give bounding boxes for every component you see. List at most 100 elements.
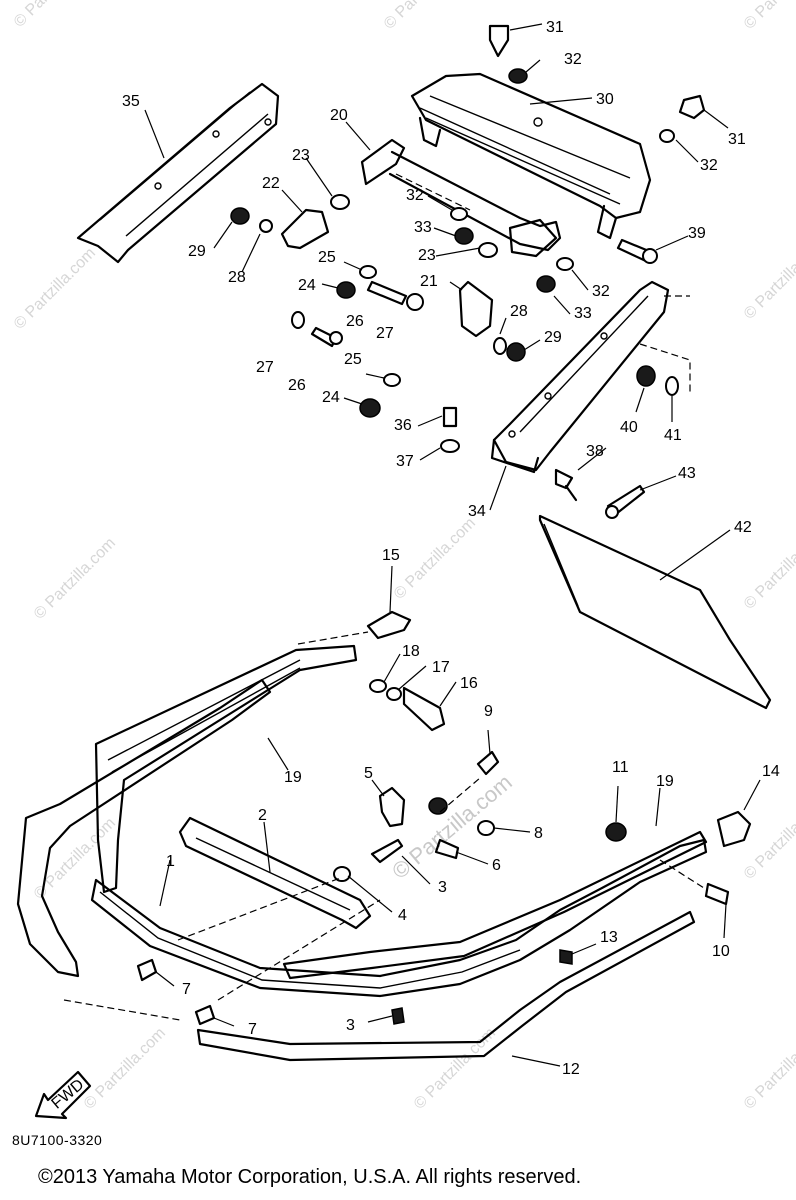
callout-15: 15 — [382, 547, 400, 564]
callout-17: 17 — [432, 659, 450, 676]
part-11-grommet — [605, 785, 627, 842]
callout-3: 3 — [438, 879, 447, 896]
watermark: © Partzilla.com — [741, 1025, 796, 1113]
callout-36: 36 — [394, 417, 412, 434]
callout-20: 20 — [330, 107, 348, 124]
callout-30: 30 — [596, 91, 614, 108]
callouts: 1 2 3 3 4 5 6 7 7 8 9 10 11 12 13 14 15 … — [122, 19, 780, 1078]
callout-31: 31 — [728, 131, 746, 148]
callout-22: 22 — [262, 175, 280, 192]
callout-16: 16 — [460, 675, 478, 692]
watermark: © Partzilla.com — [391, 515, 479, 603]
watermark: © Partzilla.com — [381, 0, 469, 33]
callout-23: 23 — [418, 247, 436, 264]
callout-34: 34 — [468, 503, 486, 520]
part-19-rail-left — [94, 644, 358, 894]
part-39-bolt — [616, 235, 689, 264]
callout-25: 25 — [344, 351, 362, 368]
callout-1: 1 — [166, 853, 175, 870]
part-35-bracket — [76, 82, 280, 264]
part-19-rail-right — [282, 787, 708, 980]
part-22-bracket — [280, 189, 330, 250]
part-34-arm — [490, 280, 690, 474]
callout-33: 33 — [414, 219, 432, 236]
watermark: © Partzilla.com — [11, 245, 99, 333]
callout-31: 31 — [546, 19, 564, 36]
part-12-strip — [196, 910, 696, 1067]
part-31-bolt-right — [678, 94, 729, 129]
callout-26: 26 — [346, 313, 364, 330]
fasteners-upper — [230, 68, 675, 453]
callout-5: 5 — [364, 765, 373, 782]
watermark: © Partzilla.com — [741, 525, 796, 613]
callout-7: 7 — [182, 981, 191, 998]
callout-24: 24 — [298, 277, 316, 294]
part-38-rivet — [554, 468, 578, 502]
diagram-code: 8U7100-3320 — [12, 1132, 103, 1148]
callout-10: 10 — [712, 943, 730, 960]
callout-41: 41 — [664, 427, 682, 444]
callout-12: 12 — [562, 1061, 580, 1078]
callout-28: 28 — [510, 303, 528, 320]
copyright-notice: ©2013 Yamaha Motor Corporation, U.S.A. A… — [38, 1166, 582, 1188]
watermark: © Partzilla.com — [741, 795, 796, 883]
part-5-bracket — [371, 779, 406, 828]
watermark: © Partzilla.com — [81, 1025, 169, 1113]
fwd-arrow-icon: FWD — [34, 1070, 92, 1120]
watermark: © Partzilla.com — [741, 235, 796, 323]
callout-35: 35 — [122, 93, 140, 110]
part-30-upper-bar — [410, 72, 652, 240]
callout-24: 24 — [322, 389, 340, 406]
callout-21: 21 — [420, 273, 438, 290]
callout-4: 4 — [398, 907, 407, 924]
callout-9: 9 — [484, 703, 493, 720]
callout-43: 43 — [678, 465, 696, 482]
callout-11: 11 — [612, 759, 629, 776]
part-15-bracket — [297, 565, 412, 645]
callout-37: 37 — [396, 453, 414, 470]
callout-6: 6 — [492, 857, 501, 874]
callout-29: 29 — [188, 243, 206, 260]
part-2-brace — [178, 816, 372, 930]
watermark: © Partzilla.com — [741, 0, 796, 33]
callout-39: 39 — [688, 225, 706, 242]
callout-32: 32 — [564, 51, 582, 68]
callout-14: 14 — [762, 763, 780, 780]
callout-26: 26 — [288, 377, 306, 394]
callout-32: 32 — [592, 283, 610, 300]
part-1-frame — [16, 678, 708, 998]
callout-32: 32 — [406, 187, 424, 204]
callout-8: 8 — [534, 825, 543, 842]
part-40-41 — [636, 343, 691, 396]
callout-25: 25 — [318, 249, 336, 266]
callout-40: 40 — [620, 419, 638, 436]
part-10-bolt — [704, 882, 730, 939]
callout-3: 3 — [346, 1017, 355, 1034]
part-4-6-8-3-fasteners — [333, 797, 495, 1025]
callout-19: 19 — [656, 773, 674, 790]
part-43-rivet — [605, 484, 646, 519]
watermark: © Partzilla.com — [11, 0, 99, 31]
callout-42: 42 — [734, 519, 752, 536]
callout-38: 38 — [586, 443, 604, 460]
part-13-nut — [559, 943, 597, 965]
callout-27: 27 — [256, 359, 274, 376]
part-16-17-18 — [369, 679, 446, 732]
callout-27: 27 — [376, 325, 394, 342]
callout-33: 33 — [574, 305, 592, 322]
callout-19: 19 — [284, 769, 302, 786]
alignment-lines — [63, 777, 705, 1021]
part-9-bolt — [476, 729, 500, 776]
part-42-panel — [538, 514, 772, 710]
callout-2: 2 — [258, 807, 267, 824]
callout-18: 18 — [402, 643, 420, 660]
callout-13: 13 — [600, 929, 618, 946]
callout-28: 28 — [228, 269, 246, 286]
callout-32: 32 — [700, 157, 718, 174]
watermark: © Partzilla.com — [31, 535, 119, 623]
callout-23: 23 — [292, 147, 310, 164]
callout-7: 7 — [248, 1021, 257, 1038]
part-7-screws — [136, 958, 235, 1027]
watermarks: © Partzilla.com © Partzilla.com © Partzi… — [11, 0, 796, 1113]
